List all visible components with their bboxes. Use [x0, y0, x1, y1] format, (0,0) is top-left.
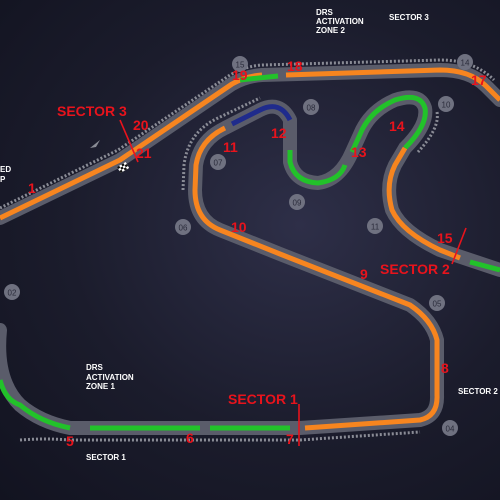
svg-text:09: 09	[293, 199, 302, 208]
line-t14-orange	[386, 146, 461, 261]
drs-zone-2-line2: ACTIVATION	[316, 17, 364, 26]
svg-text:15: 15	[236, 61, 245, 70]
svg-text:14: 14	[461, 59, 470, 68]
turn-7: 7	[286, 431, 294, 447]
line-t18-orange	[285, 67, 500, 102]
marker-07: 07	[210, 154, 226, 170]
marker-04: 04	[442, 420, 458, 436]
track-main-straight	[0, 63, 500, 225]
turn-14: 14	[389, 118, 405, 134]
svg-text:06: 06	[179, 224, 188, 233]
checkered-flag-icon	[117, 162, 130, 174]
marker-06: 06	[175, 219, 191, 235]
kerb-inner-right	[416, 111, 439, 154]
sector-dividers	[119, 119, 467, 446]
info-labels: DRS ACTIVATION ZONE 1 DRS ACTIVATION ZON…	[0, 8, 498, 462]
line-bottom-left-green	[0, 379, 71, 431]
turn-11: 11	[223, 139, 238, 155]
drs-zone-2-line1: DRS	[316, 8, 334, 17]
marker-14: 14	[457, 54, 473, 70]
turn-1: 1	[28, 180, 36, 196]
sector-3-top-label: SECTOR 3	[389, 13, 429, 22]
line-t12-green	[287, 150, 348, 186]
svg-text:02: 02	[8, 289, 17, 298]
sector-1-label: SECTOR 1	[228, 391, 298, 407]
turn-21: 21	[136, 145, 152, 161]
sector-1-bottom-label: SECTOR 1	[86, 453, 126, 462]
kerb-main	[0, 58, 496, 210]
marker-11: 11	[367, 218, 383, 234]
svg-text:04: 04	[446, 425, 455, 434]
pit-arrow-icon	[90, 140, 100, 148]
turn-20: 20	[133, 117, 149, 133]
speed-trap-line1: ED	[0, 165, 11, 174]
marker-09: 09	[289, 194, 305, 210]
marker-05: 05	[429, 295, 445, 311]
marker-08: 08	[303, 99, 319, 115]
speed-trap-line2: P	[0, 175, 6, 184]
turn-8: 8	[441, 360, 449, 376]
kerbs	[0, 58, 496, 442]
svg-text:07: 07	[214, 159, 223, 168]
marker-10: 10	[438, 96, 454, 112]
svg-text:08: 08	[307, 104, 316, 113]
svg-text:10: 10	[442, 101, 451, 110]
line-t13-green	[349, 94, 428, 154]
sector-3-divider	[119, 119, 139, 163]
turn-15: 15	[437, 230, 453, 246]
turn-12: 12	[271, 125, 287, 141]
drs-zone-1-line1: DRS	[86, 363, 104, 372]
turn-19: 19	[232, 67, 248, 83]
sector-labels: SECTOR 1 SECTOR 2 SECTOR 3	[57, 103, 450, 407]
svg-text:11: 11	[371, 223, 380, 232]
turn-9: 9	[360, 266, 368, 282]
kerb-inner-left	[181, 96, 261, 191]
line-t15-green	[469, 259, 500, 273]
drs-zone-2-line3: ZONE 2	[316, 26, 345, 35]
turn-5: 5	[66, 433, 74, 449]
turn-13: 13	[351, 144, 367, 160]
drs-zone-1-line2: ACTIVATION	[86, 373, 134, 382]
turn-17: 17	[471, 72, 487, 88]
sector-3-label: SECTOR 3	[57, 103, 127, 119]
line-bottom-orange	[192, 125, 440, 431]
marker-15: 15	[232, 56, 248, 72]
turn-numbers: 1 5 6 7 8 9 10 11 12 13 14 15 17 18 19 2…	[28, 58, 487, 449]
racing-line	[0, 67, 500, 431]
drs-zone-1-line3: ZONE 1	[86, 382, 115, 391]
corner-markers: 02 04 05 06 07 08 09 10 11 14 15	[4, 54, 473, 436]
turn-18: 18	[287, 58, 303, 74]
marker-02: 02	[4, 284, 20, 300]
sector-2-divider	[451, 227, 467, 265]
turn-10: 10	[231, 219, 247, 235]
sector-2-right-label: SECTOR 2	[458, 387, 498, 396]
line-t19-green	[239, 73, 279, 83]
line-t12-blue	[230, 104, 293, 127]
sector-2-label: SECTOR 2	[380, 261, 450, 277]
turn-6: 6	[186, 430, 194, 446]
svg-text:05: 05	[433, 300, 442, 309]
